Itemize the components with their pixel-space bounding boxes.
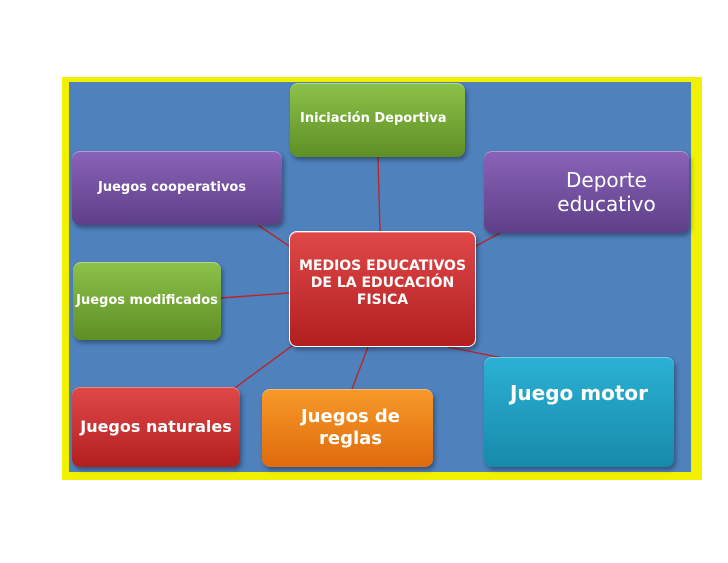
node-juego-motor: Juego motor	[484, 357, 674, 467]
connector-deporte	[475, 232, 501, 247]
node-label: Juego motor	[509, 381, 648, 405]
connector-naturales	[231, 339, 301, 391]
connector-iniciacion	[377, 156, 381, 232]
node-juegos-modificados: Juegos modificados	[73, 262, 221, 340]
node-juegos-de-reglas: Juegos de reglas	[262, 389, 433, 467]
node-juegos-cooperativos: Juegos cooperativos	[72, 151, 282, 225]
node-label: Juegos modificados	[76, 293, 218, 309]
node-label: Iniciación Deportiva	[300, 111, 447, 126]
connector-modificados	[220, 292, 290, 299]
node-label: Deporte educativo	[557, 168, 656, 216]
node-label: Juegos de reglas	[300, 406, 401, 449]
node-deporte-educativo: Deporte educativo	[484, 151, 689, 233]
node-juegos-naturales: Juegos naturales	[72, 387, 240, 467]
node-iniciacion-deportiva: Iniciación Deportiva	[290, 83, 465, 157]
node-label: Juegos naturales	[80, 417, 232, 437]
node-label: Juegos cooperativos	[98, 180, 247, 196]
connector-reglas	[351, 346, 369, 390]
node-center-medios-educativos: MEDIOS EDUCATIVOS DE LA EDUCACIÓN FISICA	[289, 231, 476, 347]
connector-cooperativos	[257, 224, 290, 247]
center-label: MEDIOS EDUCATIVOS DE LA EDUCACIÓN FISICA	[298, 258, 467, 308]
